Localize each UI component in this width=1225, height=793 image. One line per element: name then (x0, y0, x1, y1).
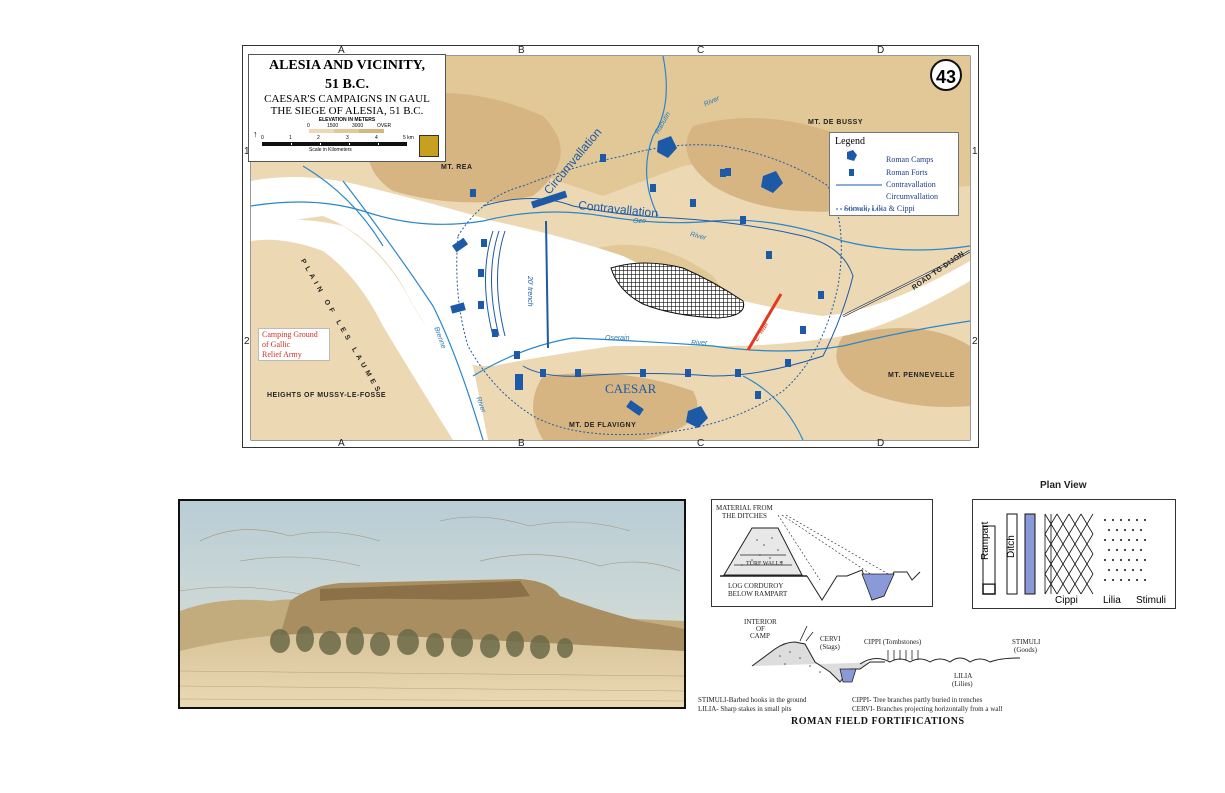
label-log-line1: LOG CORDUROY (728, 582, 784, 590)
legend-symbols (836, 150, 882, 210)
grid-letter-d-top: D (877, 45, 885, 56)
river-label-oserain: Oserain (605, 335, 630, 342)
legend-roman-forts: Roman Forts (886, 168, 928, 177)
label-material-line1: MATERIAL FROM (716, 504, 773, 512)
legend-title: Legend (835, 136, 865, 147)
scale-tick-2: 2 (317, 135, 320, 141)
label-stimuli: Stimuli (1136, 595, 1167, 606)
grid-letter-a-bottom: A (338, 438, 345, 449)
elevation-tick-3000: 3000 (352, 123, 364, 129)
note-stimuli: STIMULI-Barbed hooks in the ground (698, 696, 807, 704)
roman-camp-markers (450, 136, 783, 428)
label-cippi: Cippi (1055, 595, 1078, 606)
label-turf-walls: TURF WALLS (746, 561, 783, 567)
map-subtitle1: CAESAR'S CAMPAIGNS IN GAUL (264, 93, 430, 105)
label-stimuli2: (Goods) (1014, 646, 1037, 654)
grid-number-2-left: 2 (244, 336, 250, 347)
map-title-line2: 51 B.C. (325, 77, 369, 92)
note-lilia: LILIA- Sharp stakes in small pits (698, 705, 792, 713)
river-label-oze: Oze (633, 218, 646, 225)
label-lilia2: (Lilies) (952, 680, 973, 688)
elevation-tick-1500: 1500 (327, 123, 339, 129)
label-interior1: INTERIOR (744, 618, 777, 626)
grid-letter-c-bottom: C (697, 438, 705, 449)
grid-letter-a-top: A (338, 45, 345, 56)
label-mt-de-bussy: MT. DE BUSSY (808, 119, 864, 126)
fortifications-title: ROMAN FIELD FORTIFICATIONS (791, 716, 965, 727)
plan-view-title: Plan View (1040, 480, 1087, 491)
label-cervi2: (Stags) (820, 643, 840, 651)
camping-line1: Camping Ground (262, 330, 318, 339)
label-trench: 20' trench (526, 276, 533, 307)
camping-ground-label: Camping Ground of Gallic Relief Army (258, 328, 330, 361)
elevation-label: ELEVATION IN METERS (318, 117, 376, 123)
emblem-icon (419, 135, 439, 157)
camping-line3: Relief Army (262, 350, 302, 359)
grid-letter-b-top: B (518, 45, 525, 56)
rampart-section-svg (720, 514, 921, 601)
field-fortification-profile: INTERIOR OF CAMP CERVI (Stags) CIPPI (To… (740, 614, 1050, 694)
roman-camp-icon (847, 150, 857, 161)
label-mt-pennevelle: MT. PENNEVELLE (888, 372, 955, 379)
map-title-line1: ALESIA AND VICINITY, (268, 58, 425, 73)
rampart-section-diagram: MATERIAL FROM THE DITCHES TURF WALLS LOG… (711, 499, 933, 607)
camping-line2: of Gallic (262, 340, 291, 349)
note-cervi: CERVI- Branches projecting horizontally … (852, 705, 1003, 713)
plan-view-diagram: Rampart Ditch Cippi Lilia Stimuli (972, 499, 1176, 609)
engraving-illustration (180, 501, 684, 707)
scale-tick-1: 1 (289, 135, 292, 141)
label-cippi-profile: CIPPI (Tombstones) (864, 638, 922, 646)
label-interior3: CAMP (750, 632, 770, 640)
roman-fort-markers (470, 154, 824, 399)
label-caesar: CAESAR (605, 381, 657, 396)
label-stimuli1: STIMULI (1012, 638, 1041, 646)
map-legend: Legend Roman Camps Roman Forts Contraval… (829, 132, 959, 216)
label-mt-rea: MT. REA (441, 164, 473, 171)
profile-svg (751, 625, 1021, 683)
north-arrow-icon: ↑ (253, 129, 258, 139)
grid-number-2-right: 2 (972, 336, 978, 347)
label-interior2: OF (756, 625, 765, 633)
roman-fort-icon (849, 169, 854, 176)
map-subtitle2: THE SIEGE OF ALESIA, 51 B.C. (270, 105, 424, 117)
plan-view-svg (982, 513, 1146, 595)
elevation-scale: 0 1500 3000 OVER (249, 123, 445, 135)
label-log-line2: BELOW RAMPART (728, 590, 788, 598)
legend-roman-camps: Roman Camps (886, 155, 934, 164)
elevation-tick-0: 0 (307, 123, 310, 129)
label-material-line2: THE DITCHES (722, 512, 767, 520)
label-rampart: Rampart (980, 521, 991, 560)
map-number: 43 (930, 59, 962, 91)
legend-contravallation: Contravallation (886, 180, 936, 189)
scale-tick-4: 4 (375, 135, 378, 141)
label-lilia: Lilia (1103, 595, 1121, 606)
grid-letter-b-bottom: B (518, 438, 525, 449)
scale-label: Scale in Kilometers (309, 147, 352, 153)
grid-number-1-right: 1 (972, 146, 978, 157)
alesia-engraving-image (178, 499, 686, 709)
legend-stimuli: Stimuli, Lilia & Cippi (844, 204, 915, 213)
legend-circumvallation: Circumvallation (886, 192, 938, 201)
label-cervi1: CERVI (820, 635, 841, 643)
grid-number-1-left: 1 (244, 146, 250, 157)
grid-letter-c-top: C (697, 45, 705, 56)
note-cippi: CIPPI- Tree branches partly buried in tr… (852, 696, 983, 704)
grid-letter-d-bottom: D (877, 438, 885, 449)
scale-tick-0: 0 (261, 135, 264, 141)
scale-tick-5: 5 km (403, 135, 414, 141)
label-lilia1: LILIA (954, 672, 973, 680)
km-scale: 0 1 2 3 4 5 km Scale in Kilometers ↑ (249, 129, 445, 157)
elevation-tick-over: OVER (377, 123, 392, 129)
scale-tick-3: 3 (346, 135, 349, 141)
label-ditch: Ditch (1006, 535, 1017, 558)
river-label-river3: River (691, 340, 708, 347)
map-title-box: ALESIA AND VICINITY, 51 B.C. CAESAR'S CA… (248, 54, 446, 162)
label-heights: HEIGHTS OF MUSSY-LE-FOSSE (267, 392, 387, 399)
label-mt-de-flavigny: MT. DE FLAVIGNY (569, 422, 637, 429)
